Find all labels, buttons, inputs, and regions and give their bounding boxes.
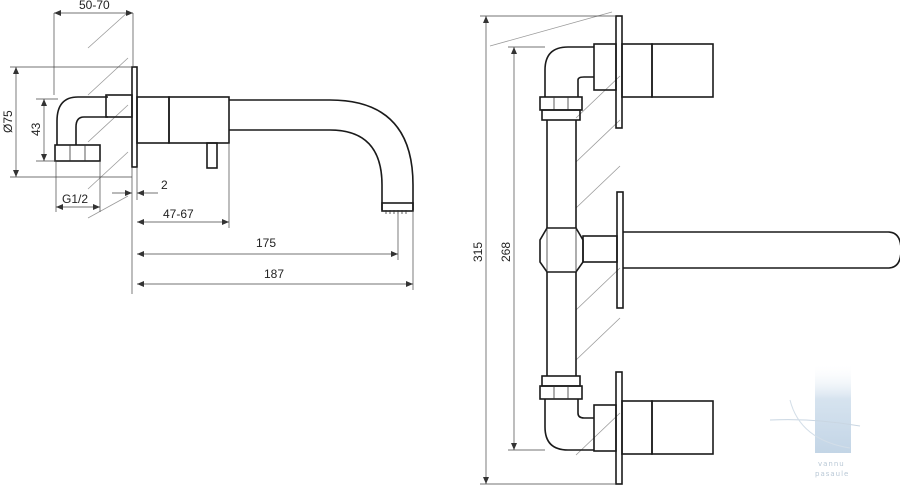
- dim-height: 43: [29, 98, 58, 162]
- dim-rosette-diameter: Ø75: [1, 66, 132, 178]
- dim-thread: G1/2: [55, 161, 101, 212]
- watermark-line2: pasaule: [815, 470, 849, 478]
- watermark-logo: vannu pasaule: [769, 363, 861, 478]
- side-view: 50-70 Ø75 43 G1/2 2: [1, 0, 414, 294]
- dim-label-thread: G1/2: [62, 192, 88, 206]
- watermark-line1: vannu: [818, 460, 845, 468]
- dim-label-wall-depth: 50-70: [79, 0, 110, 12]
- dim-total-length: 187: [137, 212, 414, 290]
- dim-label-total-length: 187: [264, 267, 284, 281]
- dim-label-rosette-diameter: Ø75: [1, 110, 15, 133]
- dim-lever-offset: 47-67: [137, 143, 230, 228]
- dim-total-height: 315: [471, 15, 616, 485]
- dim-label-gap: 2: [161, 178, 168, 192]
- elbow-connector: [54, 94, 133, 162]
- curved-spout: [229, 99, 414, 214]
- dim-spout-reach: 175: [137, 214, 399, 260]
- dim-label-spacing: 268: [499, 242, 513, 262]
- dim-label-height: 43: [29, 122, 43, 136]
- dim-label-spout-reach: 175: [256, 236, 276, 250]
- vertical-pipe: [546, 120, 577, 376]
- bottom-valve: [539, 371, 714, 485]
- dim-gap: 2: [112, 167, 168, 294]
- dim-wall-depth: 50-70: [53, 0, 134, 95]
- front-wall-hatching: [489, 11, 621, 456]
- top-valve: [539, 15, 714, 129]
- center-spout: [539, 191, 900, 309]
- front-view: 315 268: [471, 11, 900, 485]
- wall-hatching: [87, 11, 129, 219]
- dim-spacing: 268: [499, 46, 545, 451]
- dim-label-total-height: 315: [471, 242, 485, 262]
- spout-body: [136, 96, 230, 169]
- dim-label-lever-offset: 47-67: [163, 207, 194, 221]
